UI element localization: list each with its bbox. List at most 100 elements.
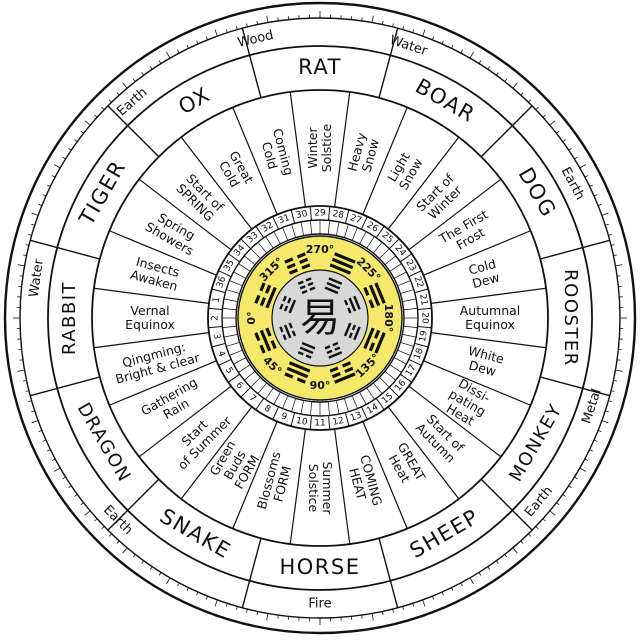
term-divider	[334, 91, 351, 208]
hexagram-divider	[327, 401, 330, 416]
degree-tick	[205, 36, 208, 40]
degree-tick	[42, 439, 47, 442]
degree-tick	[469, 577, 474, 585]
degree-tick	[23, 379, 27, 382]
solar-term-label: GreatCold	[214, 148, 257, 193]
number-divider	[208, 326, 223, 329]
inner-trigram-broken	[299, 285, 306, 290]
degree-tick	[371, 15, 374, 23]
solar-term-label: WhiteDew	[463, 343, 506, 380]
inner-trigram-bar	[324, 341, 339, 350]
trigram-broken-line	[363, 286, 370, 297]
term-divider	[289, 91, 306, 208]
term-number: 10	[295, 416, 308, 428]
term-divider	[232, 421, 278, 529]
trigram-bar	[329, 361, 352, 373]
degree-tick	[589, 184, 593, 187]
degree-tick	[62, 476, 66, 480]
element-label: Fire	[308, 597, 331, 612]
element-label: Metal	[579, 387, 604, 426]
solar-term-label: HeavySnow	[344, 130, 382, 176]
hexagram-divider	[389, 263, 402, 272]
degree-tick	[562, 494, 566, 497]
hexagram-divider	[226, 289, 240, 294]
degree-label: 0°	[245, 311, 258, 324]
ring-0	[3, 1, 637, 635]
degree-label: 180°	[382, 304, 395, 332]
hexagram-divider	[389, 364, 402, 373]
hexagram-divider	[229, 280, 243, 287]
hexagram-divider	[373, 382, 383, 394]
degree-tick	[256, 611, 259, 615]
hexagram-divider	[310, 220, 313, 235]
inner-trigram-solid	[328, 277, 343, 285]
animal-divider	[378, 28, 399, 98]
degree-tick	[496, 560, 499, 564]
degree-tick	[542, 518, 546, 522]
degree-tick	[122, 547, 128, 554]
degree-tick	[441, 591, 444, 596]
degree-tick	[381, 21, 384, 25]
hexagram-divider	[265, 387, 274, 400]
hexagram-divider	[282, 227, 289, 241]
inner-trigram-broken	[279, 303, 284, 310]
inner-trigram-broken	[288, 322, 293, 329]
term-number: 23	[403, 258, 417, 273]
inner-trigram-solid	[343, 322, 352, 337]
solar-term-label: GreenBudsFORM	[206, 438, 262, 492]
inner-trigram-bar	[279, 326, 287, 341]
degree-label: 270°	[306, 243, 334, 256]
degree-tick	[62, 156, 66, 160]
degree-tick	[31, 223, 35, 226]
number-divider	[218, 270, 232, 278]
inner-trigram-broken	[309, 286, 316, 291]
degree-tick	[246, 23, 248, 28]
term-number: 5	[223, 366, 235, 376]
degree-tick	[149, 66, 153, 70]
trigram-solid-line	[259, 329, 272, 352]
hexagram-divider	[310, 401, 313, 416]
degree-tick	[610, 390, 615, 392]
degree-tick	[574, 156, 578, 160]
trigram-bar	[288, 361, 311, 373]
degree-tick	[149, 566, 153, 570]
number-divider	[272, 216, 280, 230]
number-divider	[344, 209, 350, 224]
term-number: 28	[332, 209, 345, 221]
degree-tick	[122, 82, 128, 89]
degree-tick	[47, 184, 51, 187]
degree-tick	[141, 560, 144, 564]
degree-tick	[28, 233, 32, 236]
hexagram-divider	[291, 398, 296, 412]
hexagram-divider	[400, 289, 414, 294]
center-glyph: 易	[300, 295, 340, 341]
element-label: Earth	[114, 85, 150, 119]
degree-tick	[512, 547, 518, 554]
degree-tick	[84, 510, 91, 516]
inner-trigram-broken	[282, 334, 287, 341]
number-divider	[227, 373, 241, 383]
inner-trigram-broken	[305, 354, 312, 359]
trigram-solid-line	[329, 263, 352, 275]
degree-tick	[186, 587, 189, 591]
trigram-solid-line	[374, 282, 386, 304]
degree-tick	[613, 254, 617, 257]
degree-tick	[108, 99, 112, 103]
degree-tick	[487, 66, 491, 70]
solar-term-line: Cold	[259, 140, 281, 171]
term-number: 31	[277, 213, 291, 226]
trigram-bar	[259, 329, 272, 352]
degree-tick	[205, 596, 208, 600]
inner-trigram-solid	[299, 346, 314, 355]
trigram-broken-line	[254, 294, 261, 304]
degree-tick	[496, 72, 499, 76]
trigram-broken-line	[286, 262, 296, 270]
degree-tick	[601, 420, 609, 424]
degree-tick	[556, 502, 560, 506]
hexagram-divider	[238, 364, 251, 373]
trigram-bar	[265, 327, 277, 350]
number-divider	[399, 373, 413, 383]
degree-tick	[441, 40, 444, 45]
number-divider	[375, 397, 385, 411]
degree-tick	[412, 29, 415, 33]
